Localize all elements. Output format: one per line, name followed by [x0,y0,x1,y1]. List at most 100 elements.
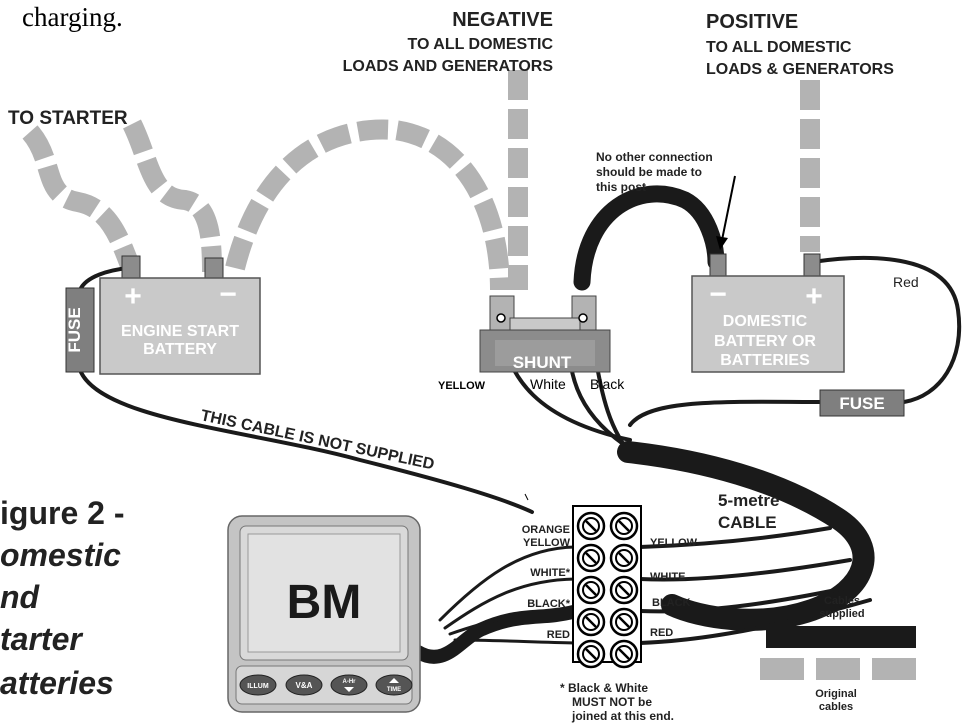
original-cables [22,70,820,291]
va-button-label: V&A [296,681,313,690]
legend: Cables supplied Original cables [760,595,916,713]
legend-original-swatch-1 [760,658,804,680]
legend-original-2: cables [819,701,853,713]
term-right-yellow: YELLOW [650,537,698,549]
domestic-terminal-negative [709,253,727,277]
terminal-screw [576,607,606,637]
footnote-line-1: * Black & White [560,681,648,695]
fan-wire-white [638,558,852,582]
term-right-black: BLACK [652,597,691,609]
positive-sub-1: TO ALL DOMESTIC [706,39,852,56]
note-line-3: this post [596,180,646,194]
domestic-battery: − + DOMESTIC BATTERY OR BATTERIES [691,253,845,373]
header-fragment: charging. [22,2,123,32]
engine-to-shunt-cable [225,119,510,291]
engine-fuse-label: FUSE [65,307,84,352]
term-left-red: RED [547,629,570,641]
domestic-plus-sign: + [805,280,823,313]
figure-caption-1: igure 2 - [0,495,124,531]
domestic-positive-red-wire [810,256,962,404]
terminal-left-wire-4 [453,638,577,645]
note-line-1: No other connection [596,150,713,164]
ahr-button[interactable]: A-Hr [330,674,368,696]
engine-terminal-positive [121,255,141,279]
time-button[interactable]: TIME [375,674,413,696]
term-left-white: WHITE* [530,567,570,579]
legend-supplied-1: Cables [824,595,860,607]
legend-supplied-2: supplied [819,608,864,620]
five-metre-cable [617,441,875,631]
engine-plus-sign: + [124,280,142,313]
time-button-label: TIME [387,687,401,693]
domestic-terminal-positive [803,253,821,277]
ahr-updown-icon [344,687,354,692]
term-left-yellow: YELLOW [523,537,571,549]
engine-minus-sign: − [219,278,237,311]
time-up-icon [389,678,399,683]
figure-caption-3: nd [0,579,41,615]
negative-sub-2: LOADS AND GENERATORS [343,58,554,75]
fuse-to-bundle-wire [628,399,822,427]
monitor-display-label: BM [287,576,362,629]
terminal-screw [609,639,639,669]
va-button[interactable]: V&A [285,674,323,696]
term-left-black: BLACK* [527,598,570,610]
shunt-white-label: White [530,376,566,392]
note-line-2: should be made to [596,165,702,179]
ahr-button-label: A-Hr [343,679,357,685]
terminal-left-wire-3 [448,609,577,636]
fan-wire-red [638,598,872,645]
domestic-battery-label-2: BATTERY OR [714,333,816,350]
figure-caption: igure 2 - omestic nd tarter atteries [0,495,124,701]
starter-cable-negative [122,119,222,273]
fan-wire-yellow [638,526,832,549]
figure-caption-2: omestic [0,537,121,573]
battery-monitor: BM ILLUM V&A A-Hr TIME [227,515,421,713]
shunt-to-domestic-negative-cable [573,185,725,291]
note-arrowhead [716,236,728,250]
terminal-block [572,505,642,669]
terminal-left-wire-1 [438,545,577,622]
terminal-screw [609,511,639,541]
terminal-screw [609,607,639,637]
term-right-white: WHITE [650,571,685,583]
domestic-fuse: FUSE [819,389,905,417]
engine-battery-body [99,277,261,375]
illum-button-label: ILLUM [247,683,269,690]
terminal-screw [576,575,606,605]
shunt-yellow-label: YELLOW [438,380,486,392]
terminal-left-wire-2 [443,577,577,630]
five-metre-label-2: CABLE [718,513,777,532]
positive-sub-2: LOADS & GENERATORS [706,61,894,78]
terminal-screw [609,575,639,605]
shunt: SHUNT [479,295,611,373]
illum-button[interactable]: ILLUM [239,674,277,696]
tick-mark [524,493,529,501]
negative-title: NEGATIVE [452,9,553,31]
terminal-screw [576,511,606,541]
domestic-minus-sign: − [709,278,727,311]
domestic-battery-body [691,275,845,373]
shunt-black-label: Black [590,376,625,392]
note-arrow [721,175,736,241]
terminal-screw [609,543,639,573]
starter-cable-positive [22,125,141,272]
legend-supplied-swatch [766,626,916,648]
term-left-orange: ORANGE [522,524,570,536]
legend-original-swatch-2 [816,658,860,680]
engine-fuse: FUSE [65,287,95,373]
terminal-screw [576,639,606,669]
fan-wire-black [638,583,862,614]
not-supplied-cable [78,368,534,514]
not-supplied-label: THIS CABLE IS NOT SUPPLIED [199,407,436,473]
meter-to-terminal-cable [411,605,580,664]
to-starter-label: TO STARTER [8,108,128,129]
footnote-line-3: joined at this end. [571,709,674,723]
positive-title: POSITIVE [706,11,798,33]
domestic-fuse-label: FUSE [839,394,884,413]
five-metre-label-1: 5-metre [718,491,779,510]
supplied-cables [78,185,962,664]
domestic-battery-label-3: BATTERIES [720,352,810,369]
term-right-red: RED [650,627,673,639]
